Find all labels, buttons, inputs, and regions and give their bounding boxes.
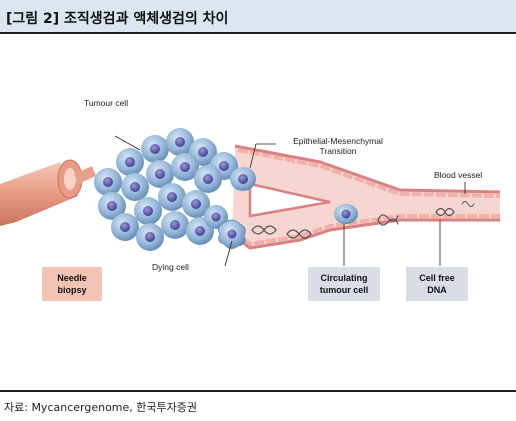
dna-fragment [251,225,277,235]
tumour-cell [111,213,139,241]
dying-cell-label: Dying cell [152,262,189,272]
circulating-tumour-cell [334,204,358,224]
source-note: 자료: Mycancergenome, 한국투자증권 [4,401,197,414]
dna-line2: DNA [427,285,447,295]
biopsy-diagram: Tumour cell Epithelial-Mesenchymal Trans… [0,34,516,390]
emt-label-line2: Transition [319,146,357,156]
tumour-cell [194,165,222,193]
tumour-cell [171,153,199,181]
circulating-tumour-cell-box: Circulating tumour cell [308,267,380,301]
tumour-cell [94,168,122,196]
tumour-cell [146,160,174,188]
ctc-line1: Circulating [320,273,368,283]
tumour-cell [136,223,164,251]
blood-vessel [231,144,501,250]
dna-fragments [251,201,475,239]
biopsy-needle [0,159,96,226]
emt-label: Epithelial-Mesenchymal Transition [278,136,398,156]
tumour-cell [182,190,210,218]
tumour-cell [161,211,189,239]
tumour-cell [121,173,149,201]
needle-biopsy-line2: biopsy [57,285,87,295]
needle-biopsy-line1: Needle [57,273,87,283]
tumour-cell [141,135,169,163]
emt-cell [230,167,256,191]
dna-line1: Cell free [419,273,455,283]
leader-lines [114,135,466,267]
tumour-mass [94,128,256,251]
footer-divider [0,390,516,392]
dna-fragment [286,229,312,239]
dying-cell-leader [224,240,233,267]
tumour-cell [166,128,194,156]
dna-fragment [377,214,399,226]
tumour-cell [204,205,228,229]
dna-fragment [435,207,455,217]
tumour-cell-leader [114,135,141,151]
blood-vessel-label: Blood vessel [434,170,483,180]
tumour-cell [98,192,126,220]
tumour-cell [134,197,162,225]
dna-fragment [461,201,475,207]
ctc-line2: tumour cell [319,285,369,295]
cell-free-dna-box: Cell free DNA [406,267,468,301]
figure-title: [그림 2] 조직생검과 액체생검의 차이 [6,11,229,27]
dying-cell [218,219,246,249]
tumour-cell [116,148,144,176]
needle-biopsy-box: Needle biopsy [42,267,102,301]
figure-header: [그림 2] 조직생검과 액체생검의 차이 [0,0,516,34]
emt-label-line1: Epithelial-Mesenchymal [293,136,383,146]
tumour-cell-label: Tumour cell [84,98,129,108]
diagram-illustration [0,128,501,267]
tumour-cell [158,183,186,211]
emt-leader-drop [249,143,257,169]
